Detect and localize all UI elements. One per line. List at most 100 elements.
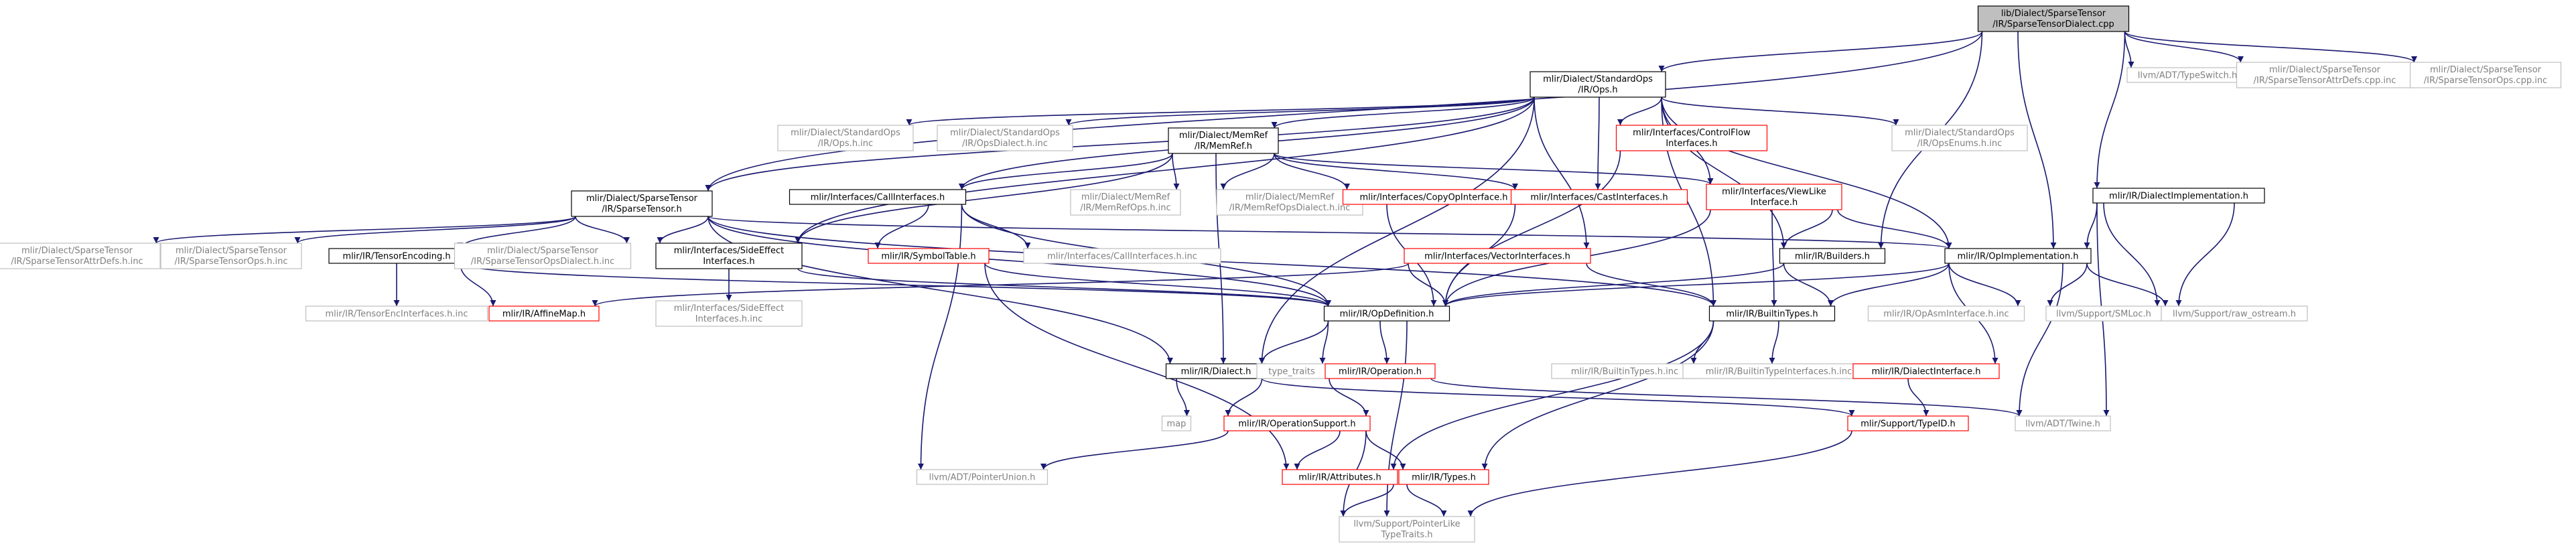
include-edge-stdops-to-std-opsdialect-inc	[1065, 96, 1535, 126]
node-box	[1891, 125, 2028, 151]
file-node-affinemap[interactable]: mlir/IR/AffineMap.h	[488, 305, 600, 322]
include-edge-opimpl-to-opdef	[1442, 263, 1950, 307]
file-node-tensorenc[interactable]: mlir/IR/TensorEncoding.h	[328, 248, 465, 264]
node-label-line: /IR/MemRef.h	[1195, 141, 1252, 151]
file-node-vectorif[interactable]: mlir/Interfaces/VectorInterfaces.h	[1404, 248, 1591, 264]
file-node-smloc[interactable]: llvm/Support/SMLoc.h	[2045, 305, 2162, 322]
file-node-copyop[interactable]: mlir/Interfaces/CopyOpInterface.h	[1342, 189, 1526, 205]
include-edge-typeid-to-ptrlike	[1467, 430, 1852, 517]
node-label-line: Interfaces.h.inc	[695, 314, 762, 324]
node-box	[1977, 5, 2130, 32]
node-label-line: llvm/ADT/PointerUnion.h	[929, 473, 1036, 483]
file-node-std-ops-inc[interactable]: mlir/Dialect/StandardOps/IR/Ops.h.inc	[777, 125, 914, 151]
file-node-attributes[interactable]: mlir/IR/Attributes.h	[1282, 469, 1398, 485]
node-label-line: mlir/Interfaces/CallInterfaces.h.inc	[1047, 252, 1197, 262]
node-label-line: mlir/Interfaces/ViewLike	[1722, 187, 1826, 197]
node-label-line: mlir/IR/AffineMap.h	[502, 310, 586, 320]
file-node-ops-cpp[interactable]: mlir/Dialect/SparseTensor/IR/SparseTenso…	[2409, 62, 2562, 88]
node-box	[1510, 189, 1688, 205]
file-node-symtable[interactable]: mlir/IR/SymbolTable.h	[868, 248, 990, 264]
file-node-typeid[interactable]: mlir/Support/TypeID.h	[1847, 415, 1969, 431]
file-node-dialectif[interactable]: mlir/IR/DialectInterface.h	[1852, 363, 2000, 379]
include-edge-dialectimpl-to-opimpl	[2084, 202, 2098, 249]
include-edge-callif-to-callif-inc	[961, 204, 1031, 249]
node-label-line: llvm/Support/raw_ostream.h	[2173, 310, 2296, 320]
file-node-opsupport[interactable]: mlir/IR/OperationSupport.h	[1223, 415, 1371, 431]
file-node-builtintypes[interactable]: mlir/IR/BuiltinTypes.h	[1708, 305, 1836, 322]
file-node-opdef[interactable]: mlir/IR/OpDefinition.h	[1323, 305, 1450, 322]
node-box	[1615, 125, 1768, 151]
file-node-callif[interactable]: mlir/Interfaces/CallInterfaces.h	[789, 189, 967, 205]
file-node-types[interactable]: mlir/IR/Types.h	[1398, 469, 1489, 485]
node-box	[1779, 248, 1886, 264]
file-node-raw-ostream[interactable]: llvm/Support/raw_ostream.h	[2161, 305, 2308, 322]
file-node-sparse-ops-inc[interactable]: mlir/Dialect/SparseTensor/IR/SparseTenso…	[160, 243, 302, 269]
node-box	[2161, 305, 2308, 322]
node-box	[1867, 305, 2025, 322]
node-label-line: mlir/IR/Operation.h	[1339, 367, 1422, 377]
node-box	[916, 469, 1048, 485]
include-edge-builtintypes-to-builtintypeif-inc	[1769, 320, 1779, 364]
file-node-dialectimpl[interactable]: mlir/IR/DialectImplementation.h	[2092, 188, 2265, 204]
node-label-line: TypeTraits.h	[1380, 530, 1432, 540]
node-box	[1168, 127, 1279, 154]
file-node-stdops[interactable]: mlir/Dialect/StandardOps/IR/Ops.h	[1530, 71, 1666, 98]
file-node-memref-opsdialect-inc[interactable]: mlir/Dialect/MemRef/IR/MemRefOpsDialect.…	[1216, 189, 1363, 216]
file-node-opimpl[interactable]: mlir/IR/OpImplementation.h	[1944, 248, 2092, 264]
include-edge-stdops-to-sideeffect	[795, 96, 1535, 244]
include-edge-sparse-to-sparse-ops-inc	[294, 216, 576, 244]
include-edge-tensorenc-to-opdef	[460, 263, 1331, 307]
node-label-line: mlir/IR/TensorEncInterfaces.h.inc	[326, 310, 468, 320]
file-node-sparse-attrdefs-inc[interactable]: mlir/Dialect/SparseTensor/IR/SparseTenso…	[0, 243, 161, 269]
file-node-operation[interactable]: mlir/IR/Operation.h	[1325, 363, 1436, 379]
node-box	[1161, 415, 1192, 431]
file-node-map[interactable]: map	[1161, 415, 1192, 431]
node-box	[655, 243, 803, 269]
node-box	[1323, 305, 1450, 322]
include-edge-sparse-to-sparse-attrdefs-inc	[153, 216, 576, 244]
node-box	[2092, 188, 2265, 204]
file-node-callif-inc[interactable]: mlir/Interfaces/CallInterfaces.h.inc	[1023, 248, 1221, 264]
include-edge-stdops-to-controlflow	[1617, 96, 1662, 126]
file-node-sparse-opsdialect-inc[interactable]: mlir/Dialect/SparseTensor/IR/SparseTenso…	[454, 243, 632, 269]
file-node-std-enums-inc[interactable]: mlir/Dialect/StandardOps/IR/OpsEnums.h.i…	[1891, 125, 2028, 151]
include-edge-opdef-to-operation	[1379, 320, 1390, 364]
file-node-type-traits[interactable]: type_traits	[1256, 363, 1327, 379]
node-label-line: /IR/SparseTensorDialect.cpp	[1992, 19, 2114, 29]
include-edge-root-to-opimpl	[2017, 31, 2057, 249]
file-node-sparse[interactable]: mlir/Dialect/SparseTensor/IR/SparseTenso…	[571, 190, 713, 217]
file-node-builtintypes-inc[interactable]: mlir/IR/BuiltinTypes.h.inc	[1551, 363, 1698, 379]
file-node-memref[interactable]: mlir/Dialect/MemRef/IR/MemRef.h	[1168, 127, 1279, 154]
include-edge-vectorif-to-opdef	[1408, 263, 1448, 307]
node-box	[1708, 305, 1836, 322]
include-edge-viewlike-to-builders	[1781, 209, 1833, 249]
file-node-tensorenc-if-inc[interactable]: mlir/IR/TensorEncInterfaces.h.inc	[305, 305, 488, 322]
include-edge-builders-to-builtintypes	[1783, 263, 1834, 307]
node-label-line: mlir/IR/TensorEncoding.h	[342, 252, 450, 262]
file-node-builders[interactable]: mlir/IR/Builders.h	[1779, 248, 1886, 264]
file-node-castif[interactable]: mlir/Interfaces/CastInterfaces.h	[1510, 189, 1688, 205]
node-label-line: /IR/SparseTensorOps.h.inc	[174, 257, 287, 267]
include-edge-builtintypes-to-attributes	[1390, 320, 1714, 470]
file-node-opasm-inc[interactable]: mlir/IR/OpAsmInterface.h.inc	[1867, 305, 2025, 322]
node-box	[655, 300, 803, 327]
node-label-line: /IR/OpsDialect.h.inc	[962, 139, 1048, 149]
file-node-dialect[interactable]: mlir/IR/Dialect.h	[1165, 363, 1267, 379]
file-node-std-opsdialect-inc[interactable]: mlir/Dialect/StandardOps/IR/OpsDialect.h…	[937, 125, 1073, 151]
file-node-typeswitch[interactable]: llvm/ADT/TypeSwitch.h	[2126, 67, 2248, 83]
include-edge-callif-to-pointerunion	[918, 204, 963, 470]
node-label-line: mlir/Interfaces/SideEffect	[674, 303, 785, 314]
file-node-memref-ops-inc[interactable]: mlir/Dialect/MemRef/IR/MemRefOps.h.inc	[1070, 189, 1181, 216]
file-node-attrdefs-cpp[interactable]: mlir/Dialect/SparseTensor/IR/SparseTenso…	[2236, 62, 2414, 88]
node-box	[2015, 415, 2111, 431]
file-node-sideeffect-inc[interactable]: mlir/Interfaces/SideEffectInterfaces.h.i…	[655, 300, 803, 327]
file-node-twine[interactable]: llvm/ADT/Twine.h	[2015, 415, 2111, 431]
file-node-pointerunion[interactable]: llvm/ADT/PointerUnion.h	[916, 469, 1048, 485]
node-box	[305, 305, 488, 322]
file-node-builtintypeif-inc[interactable]: mlir/IR/BuiltinTypeInterfaces.h.inc	[1682, 363, 1875, 379]
node-label-line: /IR/Ops.h	[1578, 85, 1617, 95]
